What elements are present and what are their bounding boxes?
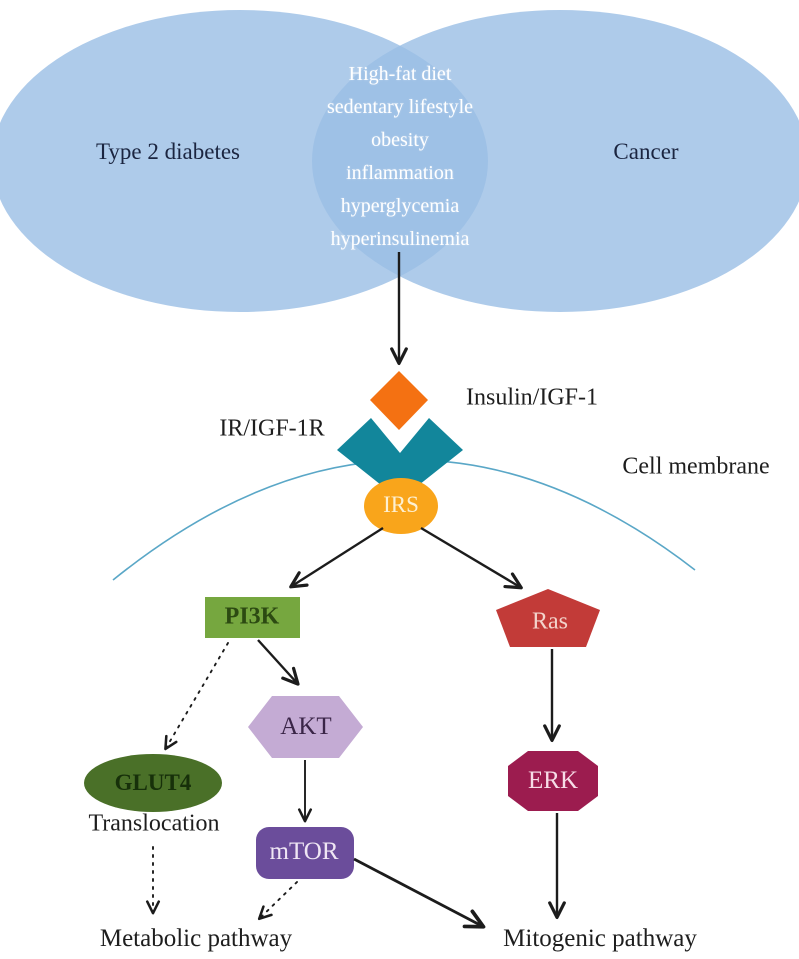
metabolic-pathway-label: Metabolic pathway bbox=[99, 925, 293, 952]
erk-label: ERK bbox=[528, 767, 578, 794]
ras-shape bbox=[496, 589, 600, 647]
glut4-label: GLUT4 bbox=[114, 770, 192, 795]
pi3k-label: PI3K bbox=[224, 603, 280, 630]
venn-right-ellipse bbox=[312, 10, 799, 312]
ras-label: Ras bbox=[532, 608, 568, 635]
akt-label: AKT bbox=[280, 713, 332, 740]
shared-factor: inflammation bbox=[346, 162, 454, 184]
shared-factor: hyperinsulinemia bbox=[330, 228, 470, 250]
shared-factor: High-fat diet bbox=[348, 63, 452, 85]
arrow-irs-to-ras bbox=[420, 526, 523, 590]
shared-factor: sedentary lifestyle bbox=[326, 96, 474, 118]
shared-factor: hyperglycemia bbox=[340, 195, 460, 217]
receptor-shape bbox=[337, 418, 463, 500]
cell-membrane-label: Cell membrane bbox=[622, 453, 770, 480]
akt-shape bbox=[248, 696, 363, 758]
insulin-diamond bbox=[370, 371, 428, 430]
arrow-pi3k-to-akt bbox=[257, 639, 300, 686]
glut4-shape bbox=[84, 754, 222, 812]
shared-factor: obesity bbox=[371, 129, 429, 151]
venn-left-label: Type 2 diabetes bbox=[95, 139, 241, 164]
arrow-mtor-to-mitogenic bbox=[353, 857, 486, 929]
mtor-label: mTOR bbox=[269, 838, 339, 865]
erk-shape bbox=[508, 751, 598, 811]
arrow-pi3k-to-glut4-dotted bbox=[164, 642, 229, 751]
translocation-label: Translocation bbox=[88, 810, 220, 837]
arrow-irs-to-pi3k bbox=[289, 526, 384, 589]
arrow-mtor-to-metabolic-dotted bbox=[257, 881, 298, 921]
irs-shape bbox=[364, 478, 438, 534]
venn-right-label: Cancer bbox=[613, 139, 679, 164]
mtor-shape bbox=[256, 827, 354, 879]
venn-shared-factors: High-fat diet sedentary lifestyle obesit… bbox=[327, 58, 473, 256]
pi3k-shape bbox=[205, 597, 300, 638]
mitogenic-pathway-label: Mitogenic pathway bbox=[503, 925, 697, 952]
receptor-label: IR/IGF-1R bbox=[219, 415, 325, 442]
irs-label: IRS bbox=[383, 492, 419, 517]
insulin-label: Insulin/IGF-1 bbox=[466, 384, 598, 411]
